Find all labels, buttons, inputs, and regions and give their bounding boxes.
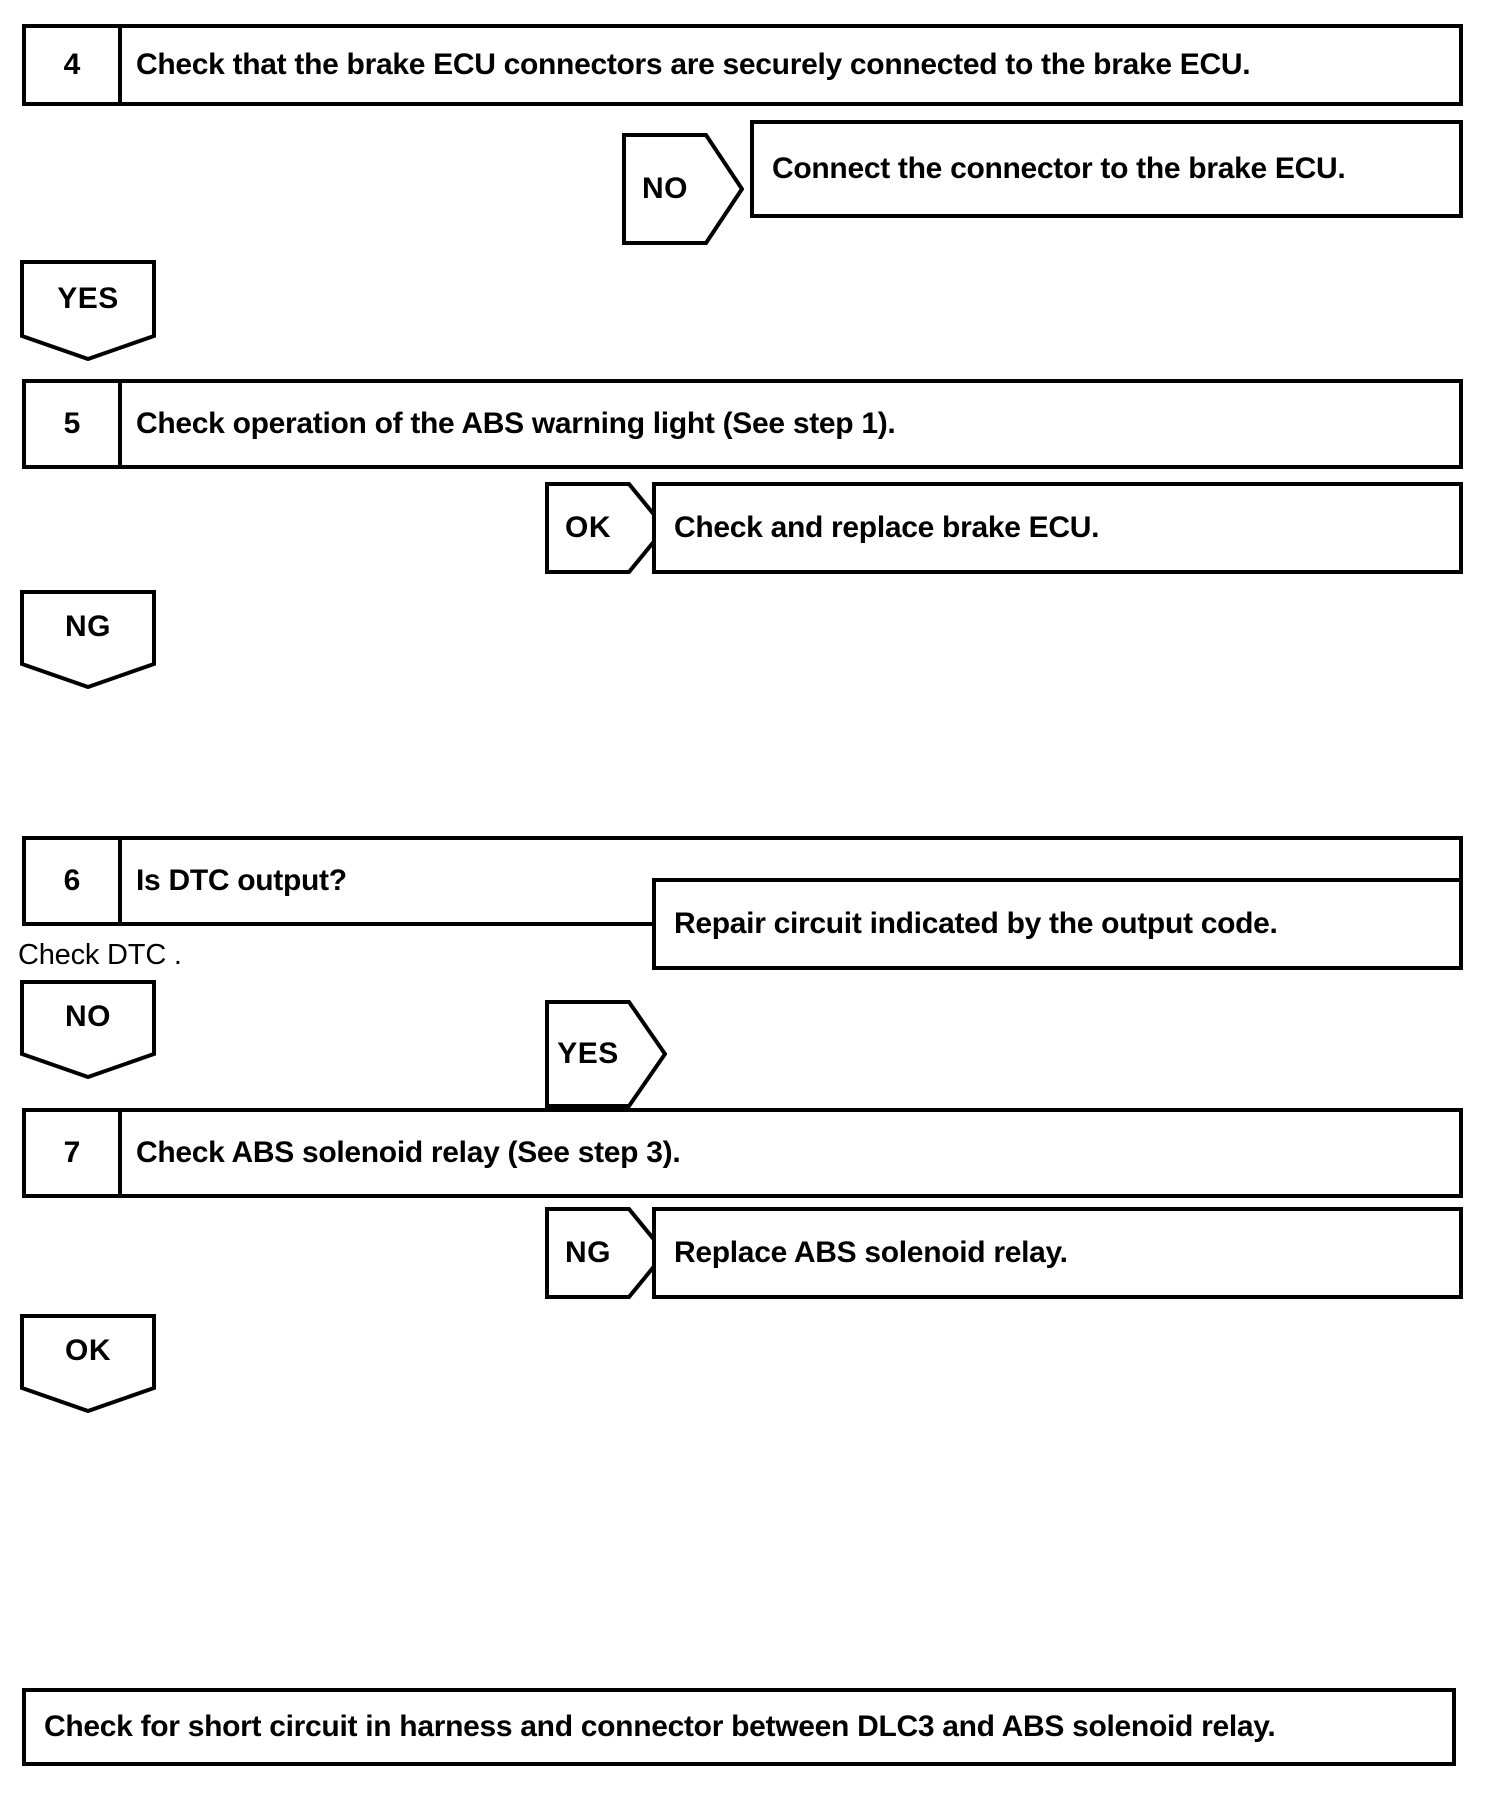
chevron-right-icon	[545, 1207, 667, 1299]
step-text: Check ABS solenoid relay (See step 3).	[136, 1136, 681, 1169]
step-text: Check that the brake ECU connectors are …	[136, 48, 1251, 81]
continue-label: NO	[65, 1000, 111, 1033]
pennant-down-icon	[20, 260, 156, 362]
step-row-4: 4 Check that the brake ECU connectors ar…	[22, 24, 1463, 106]
step-text: Check operation of the ABS warning light…	[136, 407, 896, 440]
step-number: 5	[26, 383, 122, 465]
step-row-5: 5 Check operation of the ABS warning lig…	[22, 379, 1463, 469]
continue-pennant-ok-step7: OK	[20, 1314, 156, 1414]
pennant-down-icon	[20, 590, 156, 690]
branch-result-step4: Connect the connector to the brake ECU.	[750, 120, 1463, 218]
final-result-box: Check for short circuit in harness and c…	[22, 1688, 1456, 1766]
step-number: 6	[26, 840, 122, 922]
continue-label: YES	[57, 282, 119, 315]
continue-label: OK	[65, 1334, 111, 1367]
chevron-right-icon	[545, 482, 667, 574]
continue-pennant-ng-step5: NG	[20, 590, 156, 690]
branch-chevron-ng-step7: NG	[545, 1207, 667, 1299]
step6-caption: Check DTC .	[18, 939, 182, 971]
pennant-down-icon	[20, 1314, 156, 1414]
continue-pennant-no-step6: NO	[20, 980, 156, 1080]
step-number: 4	[26, 28, 122, 102]
branch-result-step7: Replace ABS solenoid relay.	[652, 1207, 1463, 1299]
continue-pennant-yes-step4: YES	[20, 228, 156, 362]
pennant-down-icon	[20, 980, 156, 1080]
branch-label: NG	[565, 1236, 611, 1269]
chevron-right-icon	[545, 1000, 667, 1108]
branch-result-step6: Repair circuit indicated by the output c…	[652, 878, 1463, 970]
branch-label: YES	[557, 1037, 619, 1070]
branch-chevron-ok-step5: OK	[545, 482, 667, 574]
step-number: 7	[26, 1112, 122, 1194]
continue-label: NG	[65, 610, 111, 643]
step-row-7: 7 Check ABS solenoid relay (See step 3).	[22, 1108, 1463, 1198]
branch-label: NO	[642, 172, 688, 205]
branch-chevron-no-step4: NO	[622, 133, 744, 245]
branch-result-step5: Check and replace brake ECU.	[652, 482, 1463, 574]
chevron-right-icon	[622, 133, 744, 245]
step-text: Is DTC output?	[136, 864, 347, 897]
branch-label: OK	[565, 511, 611, 544]
branch-chevron-yes-step6b: YES	[545, 1000, 667, 1108]
